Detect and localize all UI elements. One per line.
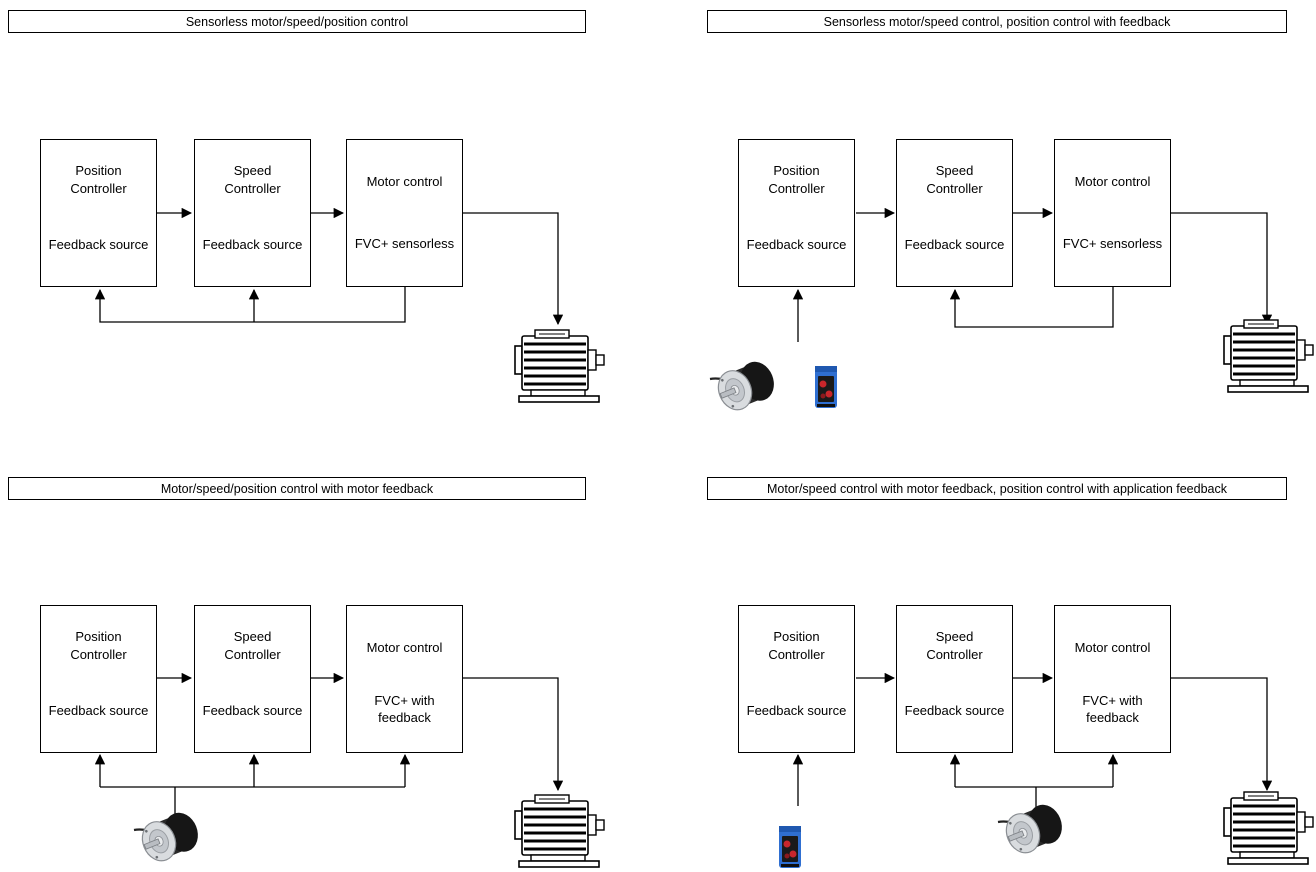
block-title: Speed Controller: [926, 163, 983, 196]
panel-3-connectors: [94, 672, 564, 814]
position-controller-block: Position Controller Feedback source: [40, 605, 157, 753]
block-title: Motor control: [366, 174, 443, 189]
panel-title: Sensorless motor/speed control, position…: [707, 10, 1287, 33]
feedback-source-label: Feedback source: [202, 237, 303, 252]
photoelectric-sensor-icon: [815, 366, 837, 408]
rotary-encoder-icon: [132, 806, 205, 867]
motor-icon: [1222, 318, 1315, 394]
motor-icon: [513, 328, 606, 404]
block-title: Motor control: [1074, 640, 1151, 655]
speed-controller-block: Speed Controller Feedback source: [896, 139, 1013, 287]
speed-controller-block: Speed Controller Feedback source: [194, 605, 311, 753]
speed-controller-block: Speed Controller Feedback source: [896, 605, 1013, 753]
control-mode-label: FVC+ with feedback: [1082, 693, 1143, 725]
feedback-source-label: Feedback source: [202, 703, 303, 718]
block-title: Position Controller: [70, 163, 127, 196]
feedback-source-label: Feedback source: [904, 703, 1005, 718]
panel-1-connectors: [94, 207, 564, 326]
control-mode-label: FVC+ sensorless: [1062, 236, 1163, 251]
control-mode-label: FVC+ sensorless: [354, 236, 455, 251]
panel-title: Motor/speed/position control with motor …: [8, 477, 586, 500]
motor-control-block: Motor control FVC+ sensorless: [346, 139, 463, 287]
feedback-source-label: Feedback source: [48, 237, 149, 252]
position-controller-block: Position Controller Feedback source: [40, 139, 157, 287]
motor-icon: [513, 793, 606, 869]
block-title: Motor control: [1074, 174, 1151, 189]
rotary-encoder-icon: [996, 798, 1069, 859]
speed-controller-block: Speed Controller Feedback source: [194, 139, 311, 287]
block-title: Position Controller: [768, 163, 825, 196]
feedback-source-label: Feedback source: [746, 237, 847, 252]
panel-title: Motor/speed control with motor feedback,…: [707, 477, 1287, 500]
control-mode-label: FVC+ with feedback: [374, 693, 435, 725]
motor-control-block: Motor control FVC+ sensorless: [1054, 139, 1171, 287]
motor-control-block: Motor control FVC+ with feedback: [346, 605, 463, 753]
feedback-source-label: Feedback source: [904, 237, 1005, 252]
photoelectric-sensor-icon: [779, 826, 801, 868]
panel-2-connectors: [792, 207, 1273, 342]
block-title: Motor control: [366, 640, 443, 655]
position-controller-block: Position Controller Feedback source: [738, 605, 855, 753]
panel-title: Sensorless motor/speed/position control: [8, 10, 586, 33]
rotary-encoder-icon: [708, 355, 781, 416]
motor-icon: [1222, 790, 1315, 866]
block-title: Speed Controller: [926, 629, 983, 662]
feedback-source-label: Feedback source: [48, 703, 149, 718]
feedback-source-label: Feedback source: [746, 703, 847, 718]
block-title: Speed Controller: [224, 629, 281, 662]
block-title: Speed Controller: [224, 163, 281, 196]
panel-4-connectors: [792, 672, 1273, 808]
block-title: Position Controller: [70, 629, 127, 662]
motor-control-block: Motor control FVC+ with feedback: [1054, 605, 1171, 753]
block-title: Position Controller: [768, 629, 825, 662]
position-controller-block: Position Controller Feedback source: [738, 139, 855, 287]
